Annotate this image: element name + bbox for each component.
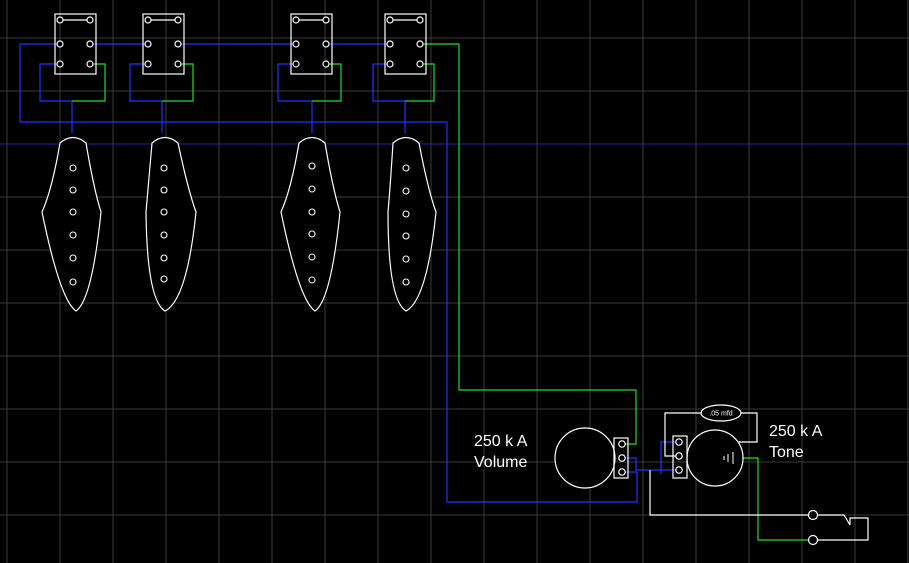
pickup-3 [280, 136, 341, 312]
pickup-4 [387, 136, 437, 312]
tone-pot [672, 429, 744, 487]
switch-3 [290, 13, 333, 75]
tone-pot-value: 250 k A [769, 423, 823, 440]
volume-pot-label: 250 k A Volume [474, 431, 527, 473]
volume-pot-name: Volume [474, 454, 528, 471]
volume-pot-value: 250 k A [474, 433, 528, 450]
switch-2 [142, 13, 185, 75]
switch-4 [384, 13, 427, 75]
pickup-2 [145, 136, 197, 312]
pickup-1 [41, 136, 102, 312]
pickup-3-polepieces [308, 162, 316, 284]
switch-1 [54, 13, 97, 75]
tone-pot-name: Tone [769, 444, 804, 461]
tone-pot-body [686, 429, 744, 487]
capacitor: .05 mfd [700, 404, 742, 422]
white-wires [60, 19, 860, 541]
pickup-1-polepieces [69, 164, 77, 286]
output-jack [807, 509, 869, 546]
capacitor-label: .05 mfd [709, 411, 732, 418]
pickup-4-polepieces [402, 164, 410, 286]
blue-wires [19, 43, 679, 503]
pickup-2-polepieces [160, 164, 168, 283]
volume-pot [554, 427, 629, 489]
tone-pot-label: 250 k A Tone [769, 421, 822, 463]
ground-icon [723, 452, 734, 464]
green-wires [72, 43, 811, 541]
volume-pot-body [554, 427, 616, 489]
